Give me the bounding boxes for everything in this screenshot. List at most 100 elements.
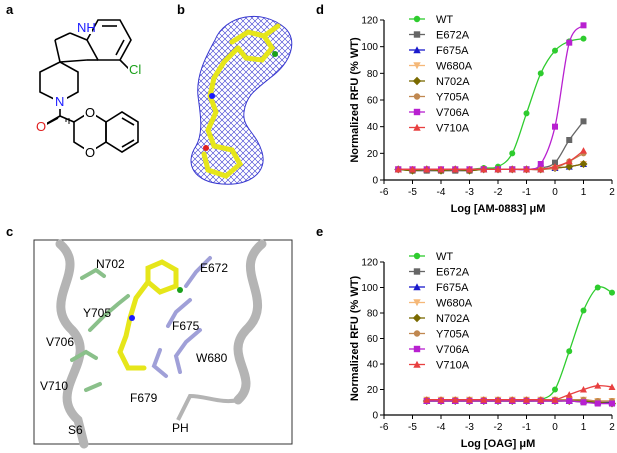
panel-a-letter: a xyxy=(6,2,14,17)
e-point-v706a xyxy=(594,400,601,407)
d-point-v710a xyxy=(508,165,516,173)
e-y-tick-label: 0 xyxy=(372,411,378,422)
e-legend-label-wt: WT xyxy=(436,251,453,263)
e-point-wt xyxy=(566,348,573,355)
d-point-v710a xyxy=(394,165,402,173)
d-legend-label-wt: WT xyxy=(436,14,453,26)
d-y-axis-label: Normalized RFU (% WT) xyxy=(349,37,361,163)
chlorine-atom xyxy=(272,51,278,57)
d-legend-marker-wt xyxy=(413,15,421,23)
d-legend-label-f675a: F675A xyxy=(436,45,469,57)
d-y-tick-label: 0 xyxy=(372,176,378,187)
atom-nh-label: NH xyxy=(77,20,96,35)
e-y-tick-label: 40 xyxy=(367,360,379,371)
d-point-v710a xyxy=(580,147,587,154)
d-point-v710a xyxy=(551,163,559,170)
d-curve-v706a xyxy=(398,24,585,171)
e-legend-marker-y705a xyxy=(413,330,421,337)
d-point-wt xyxy=(537,70,544,77)
e-y-tick-label: 20 xyxy=(367,385,379,396)
d-curve-wt xyxy=(398,38,584,171)
d-point-n702a xyxy=(579,160,588,168)
d-legend-marker-v710a xyxy=(413,123,421,131)
d-point-v710a xyxy=(537,165,545,173)
e-point-v710a xyxy=(451,396,459,403)
e-legend-label-e672a: E672A xyxy=(436,267,470,279)
panel-e-letter: e xyxy=(316,224,323,239)
d-x-tick-label: -6 xyxy=(380,187,389,198)
e-x-tick-label: 0 xyxy=(552,422,558,433)
d-x-tick-label: 1 xyxy=(581,187,587,198)
d-point-v706a xyxy=(580,22,587,29)
d-x-tick-label: -2 xyxy=(494,187,503,198)
d-legend-label-v710a: V710A xyxy=(436,123,470,135)
d-legend-label-w680a: W680A xyxy=(436,61,473,73)
e-point-v710a xyxy=(508,396,516,403)
d-legend-label-y705a: Y705A xyxy=(436,92,470,104)
e-legend-label-w680a: W680A xyxy=(436,298,473,310)
e-x-tick-label: -1 xyxy=(522,422,531,433)
d-legend-label-e672a: E672A xyxy=(436,30,470,42)
d-point-e672a xyxy=(552,159,558,166)
oxygen-atom xyxy=(203,145,209,151)
d-point-v710a xyxy=(451,165,459,173)
d-x-tick-label: -4 xyxy=(437,187,446,198)
residue-label-n702: N702 xyxy=(96,257,125,271)
e-point-v710a xyxy=(608,383,616,390)
e-legend-marker-v710a xyxy=(413,360,421,368)
e-legend-marker-wt xyxy=(413,252,421,260)
d-point-v710a xyxy=(494,165,502,173)
residue-label-y705: Y705 xyxy=(83,306,111,320)
d-series-v706a xyxy=(395,22,587,173)
d-legend-marker-w680a xyxy=(413,62,421,70)
d-legend-marker-e672a xyxy=(413,31,421,38)
helix-s6 xyxy=(55,239,89,449)
d-point-n702a xyxy=(565,162,574,171)
d-point-v710a xyxy=(480,165,488,173)
e-y-tick-label: 60 xyxy=(367,334,379,345)
e-point-v710a xyxy=(523,396,530,403)
atom-o2-label: O xyxy=(85,145,95,160)
e-legend-label-f675a: F675A xyxy=(436,282,469,294)
e-x-tick-label: -6 xyxy=(380,422,389,433)
e-x-tick-label: -5 xyxy=(408,422,417,433)
panel-c: c N702 E672 Y705 F675 V70 xyxy=(6,224,293,449)
e-legend-marker-v706a xyxy=(413,345,421,353)
e-legend-marker-w680a xyxy=(413,299,421,307)
panel-d-letter: d xyxy=(316,2,324,17)
e-x-tick-label: -2 xyxy=(494,422,503,433)
d-y-tick-label: 40 xyxy=(367,122,379,133)
e-point-v706a xyxy=(566,397,573,404)
d-point-v710a xyxy=(423,165,431,173)
d-point-wt xyxy=(580,35,587,42)
e-point-v710a xyxy=(437,396,445,403)
d-point-v710a xyxy=(437,165,445,173)
d-point-v710a xyxy=(565,157,573,165)
e-point-v710a xyxy=(551,396,559,403)
d-x-tick-label: 0 xyxy=(552,187,558,198)
e-x-tick-label: 1 xyxy=(581,422,587,433)
residue-label-v706: V706 xyxy=(46,335,74,349)
d-point-v706a xyxy=(566,39,573,46)
d-point-v710a xyxy=(409,165,416,173)
d-point-v710a xyxy=(523,165,530,173)
panel-b-letter: b xyxy=(177,2,185,17)
d-y-tick-label: 80 xyxy=(367,69,379,80)
e-point-v706a xyxy=(580,399,587,406)
d-legend-label-v706a: V706A xyxy=(436,107,470,119)
residue-label-v710: V710 xyxy=(40,379,68,393)
e-y-tick-label: 120 xyxy=(361,258,378,269)
d-legend-marker-f675a xyxy=(413,46,421,54)
e-point-v710a xyxy=(565,391,573,398)
e-legend-marker-n702a xyxy=(412,313,422,323)
loop-label-ph: PH xyxy=(172,421,189,435)
atom-o1-label: O xyxy=(85,105,95,120)
sidechains-green xyxy=(70,267,130,392)
panel-c-letter: c xyxy=(6,224,13,239)
d-x-tick-label: -5 xyxy=(408,187,417,198)
